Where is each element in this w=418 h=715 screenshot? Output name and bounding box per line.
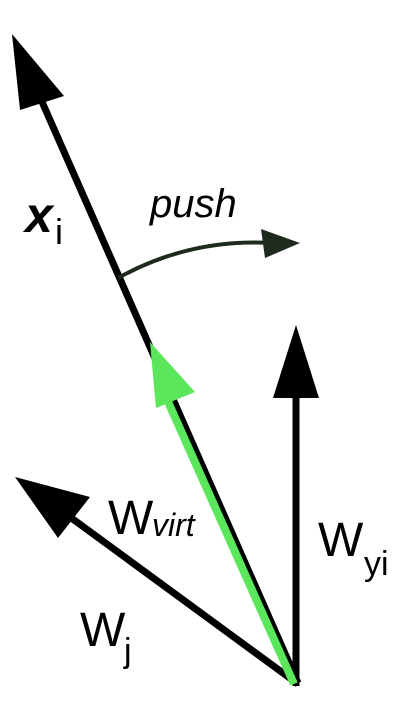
wyi-label-main: W <box>318 514 364 567</box>
wyi-arrow-icon <box>273 325 319 398</box>
xi-label-sub: i <box>55 211 63 252</box>
wvirt-arrow-icon <box>150 342 195 408</box>
push-arc <box>117 229 300 280</box>
push-arrow-icon <box>261 229 300 258</box>
xi-label: x i <box>22 187 63 252</box>
push-arc-curve <box>117 240 273 280</box>
wj-vector-shaft <box>52 503 301 687</box>
wj-label: W j <box>80 604 132 670</box>
wvirt-vector-shaft <box>161 393 298 686</box>
wvirt-label-main: W <box>108 492 154 545</box>
wj-label-main: W <box>80 604 126 657</box>
wj-label-sub: j <box>123 632 132 670</box>
wj-vector <box>15 477 301 687</box>
xi-label-main: x <box>22 187 55 243</box>
wvirt-label: W virt <box>108 492 196 545</box>
push-label: push <box>149 182 237 226</box>
xi-arrow-icon <box>12 34 64 110</box>
wvirt-vector <box>150 342 298 686</box>
wyi-vector <box>273 325 319 686</box>
wyi-label-sub: yi <box>364 545 389 583</box>
wj-arrow-icon <box>15 477 90 538</box>
wvirt-label-sub: virt <box>152 507 196 543</box>
wyi-label: W yi <box>318 514 389 583</box>
